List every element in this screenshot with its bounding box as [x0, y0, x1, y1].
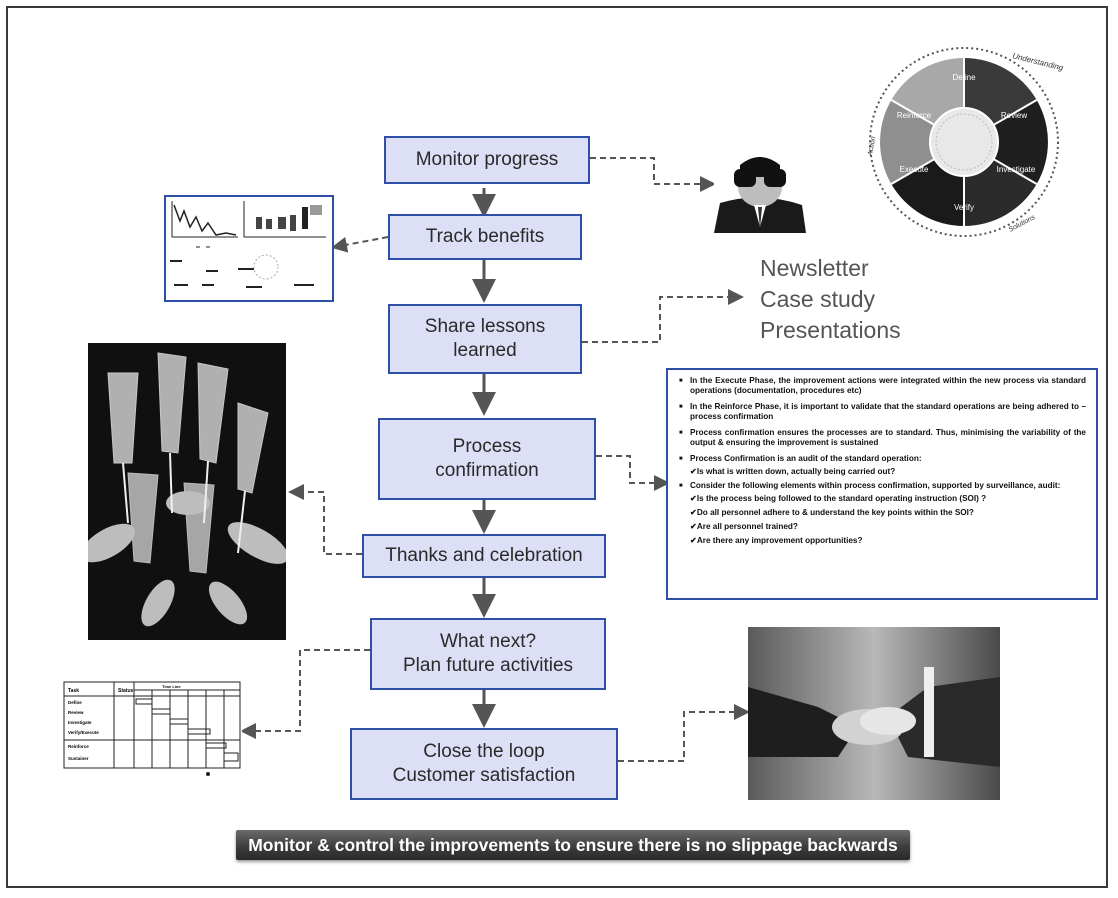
box-monitor-progress-label: Monitor progress: [415, 149, 559, 170]
gantt-chart: Task Status Time Line Define Review Inve…: [62, 678, 242, 780]
celebration-photo: [88, 343, 286, 640]
box-process-confirmation-line1: Process: [452, 436, 522, 457]
dash-share: [582, 289, 744, 343]
gantt-header-timeline: Time Line: [162, 684, 181, 689]
wheel-verify: Verify: [954, 203, 974, 212]
box-what-next-line2: Plan future activities: [402, 655, 574, 676]
box-share-lessons: Share lessons learned: [388, 304, 582, 374]
box-process-confirmation: Process confirmation: [378, 418, 596, 500]
panel-bullet: Process confirmation ensures the process…: [679, 428, 1086, 448]
charts-thumbnail: [164, 195, 334, 302]
box-track-benefits-label: Track benefits: [425, 226, 545, 247]
communication-item: Presentations: [760, 317, 901, 343]
panel-bullet: In the Reinforce Phase, it is important …: [679, 402, 1086, 422]
box-close-loop: Close the loop Customer satisfaction: [350, 728, 618, 800]
panel-check-item: Are there any improvement opportunities?: [690, 536, 1086, 546]
box-close-loop-line1: Close the loop: [423, 741, 545, 762]
communication-list: Newsletter Case study Presentations: [760, 253, 901, 346]
panel-bullet: In the Execute Phase, the improvement ac…: [679, 376, 1086, 396]
charts-thumbnail-drawing: [170, 201, 326, 288]
panel-check-item: Is what is written down, actually being …: [690, 467, 1086, 477]
gantt-drawing: Task Status Time Line Define Review Inve…: [63, 681, 241, 776]
handshake-photo: [748, 627, 1000, 800]
gantt-row-label: Sustainer: [68, 756, 89, 761]
wheel-investigate: Investigate: [997, 165, 1036, 174]
communication-item: Newsletter: [760, 255, 869, 281]
binoculars-photo: [714, 143, 806, 233]
dash-track: [331, 236, 389, 253]
gantt-row-label: Investigate: [68, 720, 92, 725]
box-what-next: What next? Plan future activities: [370, 618, 606, 690]
dash-close: [618, 704, 750, 762]
wheel-reinforce: Reinforce: [897, 111, 932, 120]
panel-sublist-1: Is what is written down, actually being …: [678, 467, 1086, 477]
dash-thanks: [288, 484, 362, 555]
celebration-drawing: [88, 343, 286, 640]
box-share-lessons-line1: Share lessons: [424, 316, 546, 337]
handshake-drawing: [748, 627, 1000, 800]
wheel-action: Action: [867, 136, 877, 157]
box-thanks-celebration-label: Thanks and celebration: [385, 545, 583, 566]
box-process-confirmation-line2: confirmation: [435, 460, 539, 481]
process-confirmation-panel: In the Execute Phase, the improvement ac…: [666, 368, 1098, 600]
footer-banner: Monitor & control the improvements to en…: [236, 830, 910, 860]
panel-check-item: Are all personnel trained?: [690, 522, 1086, 532]
panel-sublist-2: Is the process being followed to the sta…: [678, 494, 1086, 546]
dash-process: [596, 455, 670, 491]
improvement-cycle-wheel: Define Review Investigate Verify Execute…: [867, 47, 1065, 237]
communication-item: Case study: [760, 286, 876, 312]
wheel-execute: Execute: [900, 165, 929, 174]
box-track-benefits: Track benefits: [388, 214, 582, 260]
gantt-header-task: Task: [68, 688, 79, 694]
box-thanks-celebration: Thanks and celebration: [362, 534, 606, 578]
wheel-understanding: Understanding: [1012, 51, 1065, 72]
binoculars-drawing: [714, 143, 806, 233]
wheel-define: Define: [952, 73, 976, 82]
panel-bullet: Process Confirmation is an audit of the …: [679, 454, 1086, 464]
box-monitor-progress: Monitor progress: [384, 136, 590, 184]
panel-check-item: Do all personnel adhere to & understand …: [690, 508, 1086, 518]
box-share-lessons-line2: learned: [453, 340, 517, 361]
dash-whatnext: [240, 649, 370, 739]
gantt-header-status: Status: [118, 688, 134, 694]
wheel-review: Review: [1001, 111, 1027, 120]
gantt-row-label: Verify/Execute: [68, 730, 99, 735]
gantt-row-label: Reinforce: [68, 744, 89, 749]
gantt-row-label: Review: [68, 710, 84, 715]
panel-bullet: Consider the following elements within p…: [679, 481, 1086, 491]
box-what-next-line1: What next?: [439, 631, 537, 652]
panel-check-item: Is the process being followed to the sta…: [690, 494, 1086, 504]
gantt-row-label: Define: [68, 700, 82, 705]
box-close-loop-line2: Customer satisfaction: [392, 765, 576, 786]
dash-monitor: [590, 157, 716, 192]
